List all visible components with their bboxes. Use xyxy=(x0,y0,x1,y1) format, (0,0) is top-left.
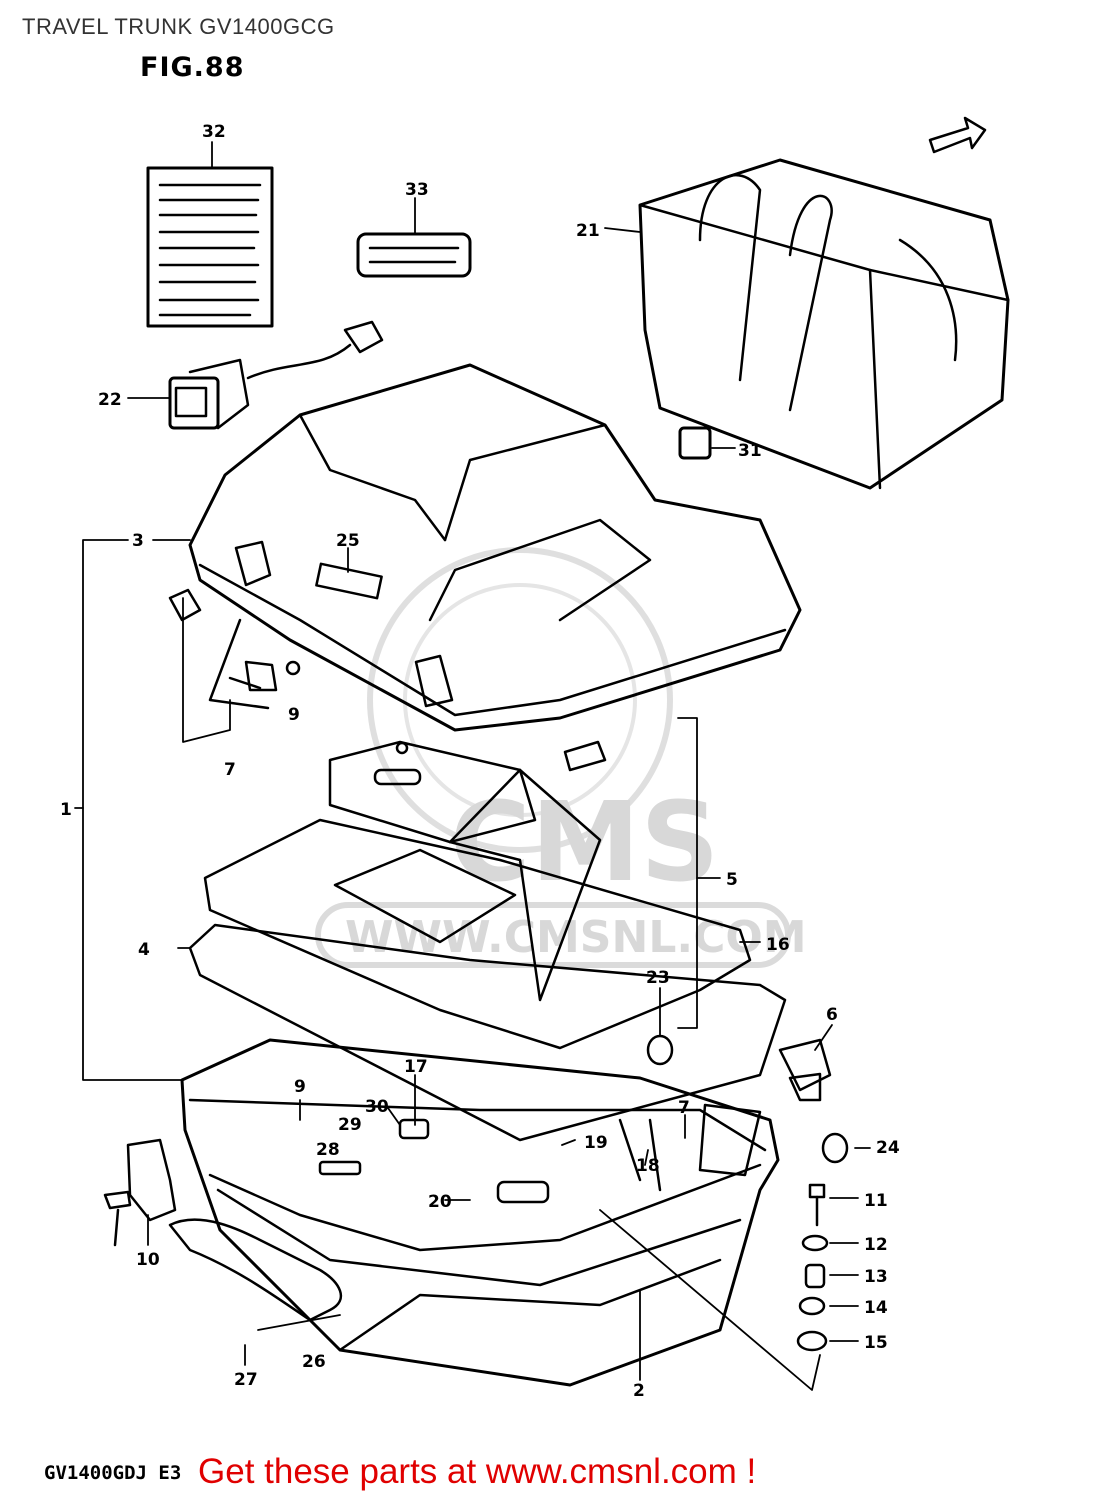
part-23-bumper xyxy=(646,1034,674,1066)
part-5-inner-tray xyxy=(328,740,607,1002)
page-title: TRAVEL TRUNK GV1400GCG xyxy=(22,14,335,39)
callout-9-bottom: 9 xyxy=(294,1077,306,1097)
callout-28: 28 xyxy=(316,1140,340,1160)
callout-33: 33 xyxy=(405,180,429,200)
front-arrow xyxy=(928,116,987,154)
leader-lines xyxy=(74,141,871,1391)
callout-13: 13 xyxy=(864,1267,888,1287)
part-4-seal xyxy=(188,923,787,1142)
callout-23: 23 xyxy=(646,968,670,988)
callout-24: 24 xyxy=(876,1138,900,1158)
part-15-damper xyxy=(796,1330,828,1352)
callout-20: 20 xyxy=(428,1192,452,1212)
part-3-trunk-lid xyxy=(188,363,802,732)
callout-9-top: 9 xyxy=(288,705,300,725)
figure-label: FIG.88 xyxy=(140,52,245,83)
model-code: GV1400GDJ E3 xyxy=(44,1462,182,1484)
part-31-clip xyxy=(678,426,712,460)
callout-22: 22 xyxy=(98,390,122,410)
callout-21: 21 xyxy=(576,221,600,241)
part-10-lock xyxy=(103,1138,177,1247)
callout-5: 5 xyxy=(726,870,738,890)
part-11-bolt xyxy=(808,1183,826,1227)
promo-link[interactable]: Get these parts at www.cmsnl.com ! xyxy=(198,1452,757,1491)
part-6-latch xyxy=(778,1038,832,1102)
callout-25: 25 xyxy=(336,531,360,551)
callout-30: 30 xyxy=(365,1097,389,1117)
part-21-travel-bag xyxy=(638,158,1010,490)
watermark: CMS WWW.CMSNL.COM xyxy=(315,547,807,968)
part-26-emblem xyxy=(168,1218,342,1322)
part-32-warning-label xyxy=(146,166,274,328)
callout-26: 26 xyxy=(302,1352,326,1372)
part-2-trunk-base xyxy=(180,1038,780,1387)
callout-29: 29 xyxy=(338,1115,362,1135)
callout-14: 14 xyxy=(864,1298,888,1318)
part-24-grommet xyxy=(821,1132,849,1164)
callout-3: 3 xyxy=(132,531,144,551)
part-7-lock-parts xyxy=(168,588,301,710)
callout-2: 2 xyxy=(633,1381,645,1401)
part-22-switch xyxy=(168,320,384,430)
callout-6: 6 xyxy=(826,1005,838,1025)
callout-labels: 32 33 21 22 31 3 25 9 7 1 5 4 16 23 6 17… xyxy=(60,122,900,1401)
callout-12: 12 xyxy=(864,1235,888,1255)
callout-11: 11 xyxy=(864,1191,888,1211)
callout-10: 10 xyxy=(136,1250,160,1270)
callout-15: 15 xyxy=(864,1333,888,1353)
callout-19: 19 xyxy=(584,1133,608,1153)
callout-4: 4 xyxy=(138,940,150,960)
part-12-washer xyxy=(801,1234,829,1252)
part-33-caution-label xyxy=(356,232,472,278)
watermark-url-text: WWW.CMSNL.COM xyxy=(345,912,807,963)
watermark-logo-text: CMS xyxy=(450,778,719,906)
part-14-washer xyxy=(798,1296,826,1316)
callout-8: 7 xyxy=(678,1098,690,1118)
callout-32: 32 xyxy=(202,122,226,142)
part-16-liner xyxy=(203,818,752,1050)
callout-16: 16 xyxy=(766,935,790,955)
callout-31: 31 xyxy=(738,441,762,461)
callout-18: 18 xyxy=(636,1156,660,1176)
callout-7: 7 xyxy=(224,760,236,780)
callout-1: 1 xyxy=(60,800,72,820)
part-13-spacer xyxy=(804,1263,826,1289)
callout-27: 27 xyxy=(234,1370,258,1390)
callout-17: 17 xyxy=(404,1057,428,1077)
